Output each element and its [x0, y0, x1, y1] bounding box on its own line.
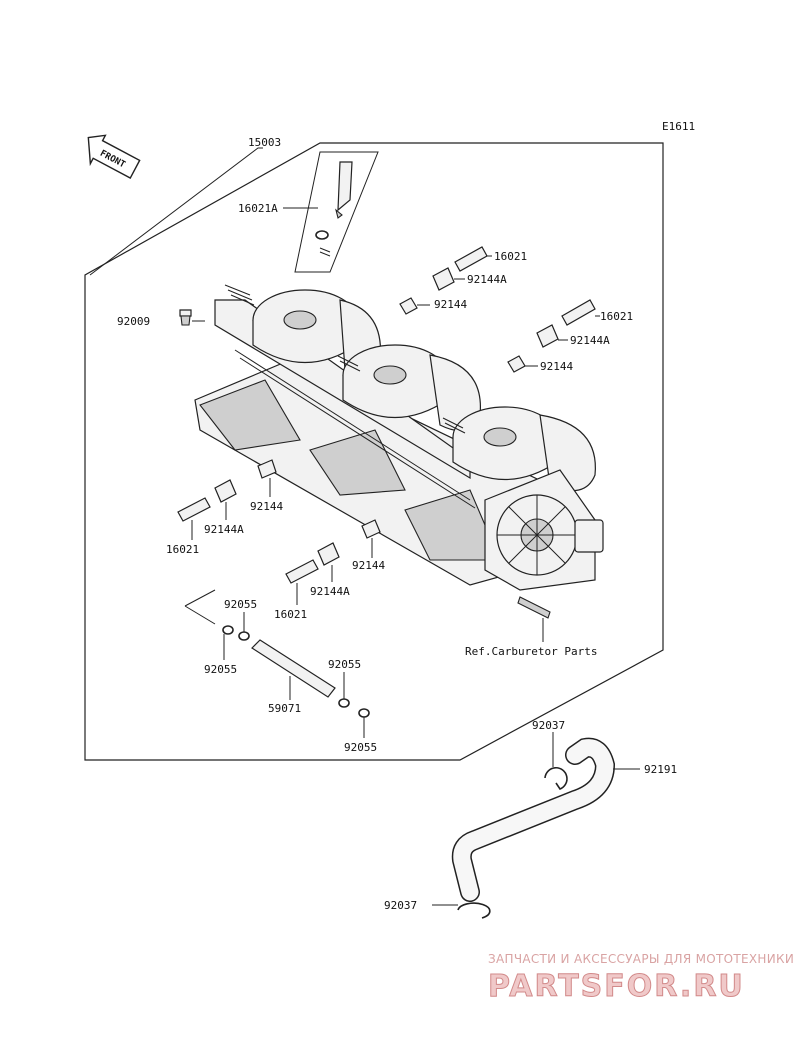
- label-92144-right: 92144: [540, 360, 573, 373]
- spring-92144-mid: [257, 459, 277, 479]
- assembly-frame: [84, 142, 664, 761]
- watermark-brand: PARTSFOR.RU: [488, 969, 745, 1004]
- label-92055-c: 92055: [328, 658, 361, 671]
- label-92055-a: 92055: [224, 598, 257, 611]
- label-16021-low: 16021: [274, 608, 307, 621]
- spring-92144A-right: [536, 324, 559, 348]
- front-arrow-icon: FRONT: [87, 134, 141, 179]
- carburetor-assembly: [194, 284, 604, 619]
- label-92144A-low: 92144A: [310, 585, 350, 598]
- screw-16021-right: [561, 299, 596, 326]
- label-92144A-top: 92144A: [467, 273, 507, 286]
- label-16021-top: 16021: [494, 250, 527, 263]
- screw-92009: [179, 309, 192, 326]
- o-ring-92055-c: [338, 698, 350, 708]
- label-16021A: 16021A: [238, 202, 278, 215]
- screw-16021-left: [177, 497, 211, 522]
- label-92144-low: 92144: [352, 559, 385, 572]
- label-92144-mid: 92144: [250, 500, 283, 513]
- spring-92144-right: [507, 355, 526, 373]
- label-92055-b: 92055: [204, 663, 237, 676]
- label-92191: 92191: [644, 763, 677, 776]
- label-92144A-right: 92144A: [570, 334, 610, 347]
- o-ring-92055-b: [222, 625, 234, 635]
- pipe-group-outline: [184, 589, 216, 625]
- label-92144-top: 92144: [434, 298, 467, 311]
- o-ring-92055-d: [358, 708, 370, 718]
- pipe-59071: [251, 639, 336, 698]
- label-92037-bottom: 92037: [384, 899, 417, 912]
- spring-92144A-low: [317, 542, 340, 566]
- label-15003: 15003: [248, 136, 281, 149]
- label-16021-right: 16021: [600, 310, 633, 323]
- leader-lines: [89, 147, 640, 906]
- spring-92144-low: [361, 519, 381, 539]
- label-92144A-left: 92144A: [204, 523, 244, 536]
- clamp-92037-bottom: [457, 902, 491, 919]
- diagram-code: E1611: [662, 120, 695, 133]
- part-16021A: [294, 151, 379, 273]
- hose-92191: [451, 737, 616, 902]
- spring-92144-top: [399, 297, 418, 315]
- screw-16021-low: [285, 559, 319, 584]
- label-59071: 59071: [268, 702, 301, 715]
- label-92037-top: 92037: [532, 719, 565, 732]
- label-92055-d: 92055: [344, 741, 377, 754]
- watermark-tagline: ЗАПЧАСТИ И АКСЕССУАРЫ ДЛЯ МОТОТЕХНИКИ: [488, 952, 794, 966]
- o-ring-92055-a: [238, 631, 250, 641]
- label-16021-left: 16021: [166, 543, 199, 556]
- clamp-92037-top: [544, 766, 568, 790]
- throttle-pulley: [484, 469, 604, 591]
- spring-92144A-top: [432, 267, 455, 291]
- ref-carburetor-parts: Ref.Carburetor Parts: [465, 645, 597, 658]
- screw-16021-top: [454, 246, 488, 272]
- spring-92144A-left: [214, 479, 237, 503]
- label-92009: 92009: [117, 315, 150, 328]
